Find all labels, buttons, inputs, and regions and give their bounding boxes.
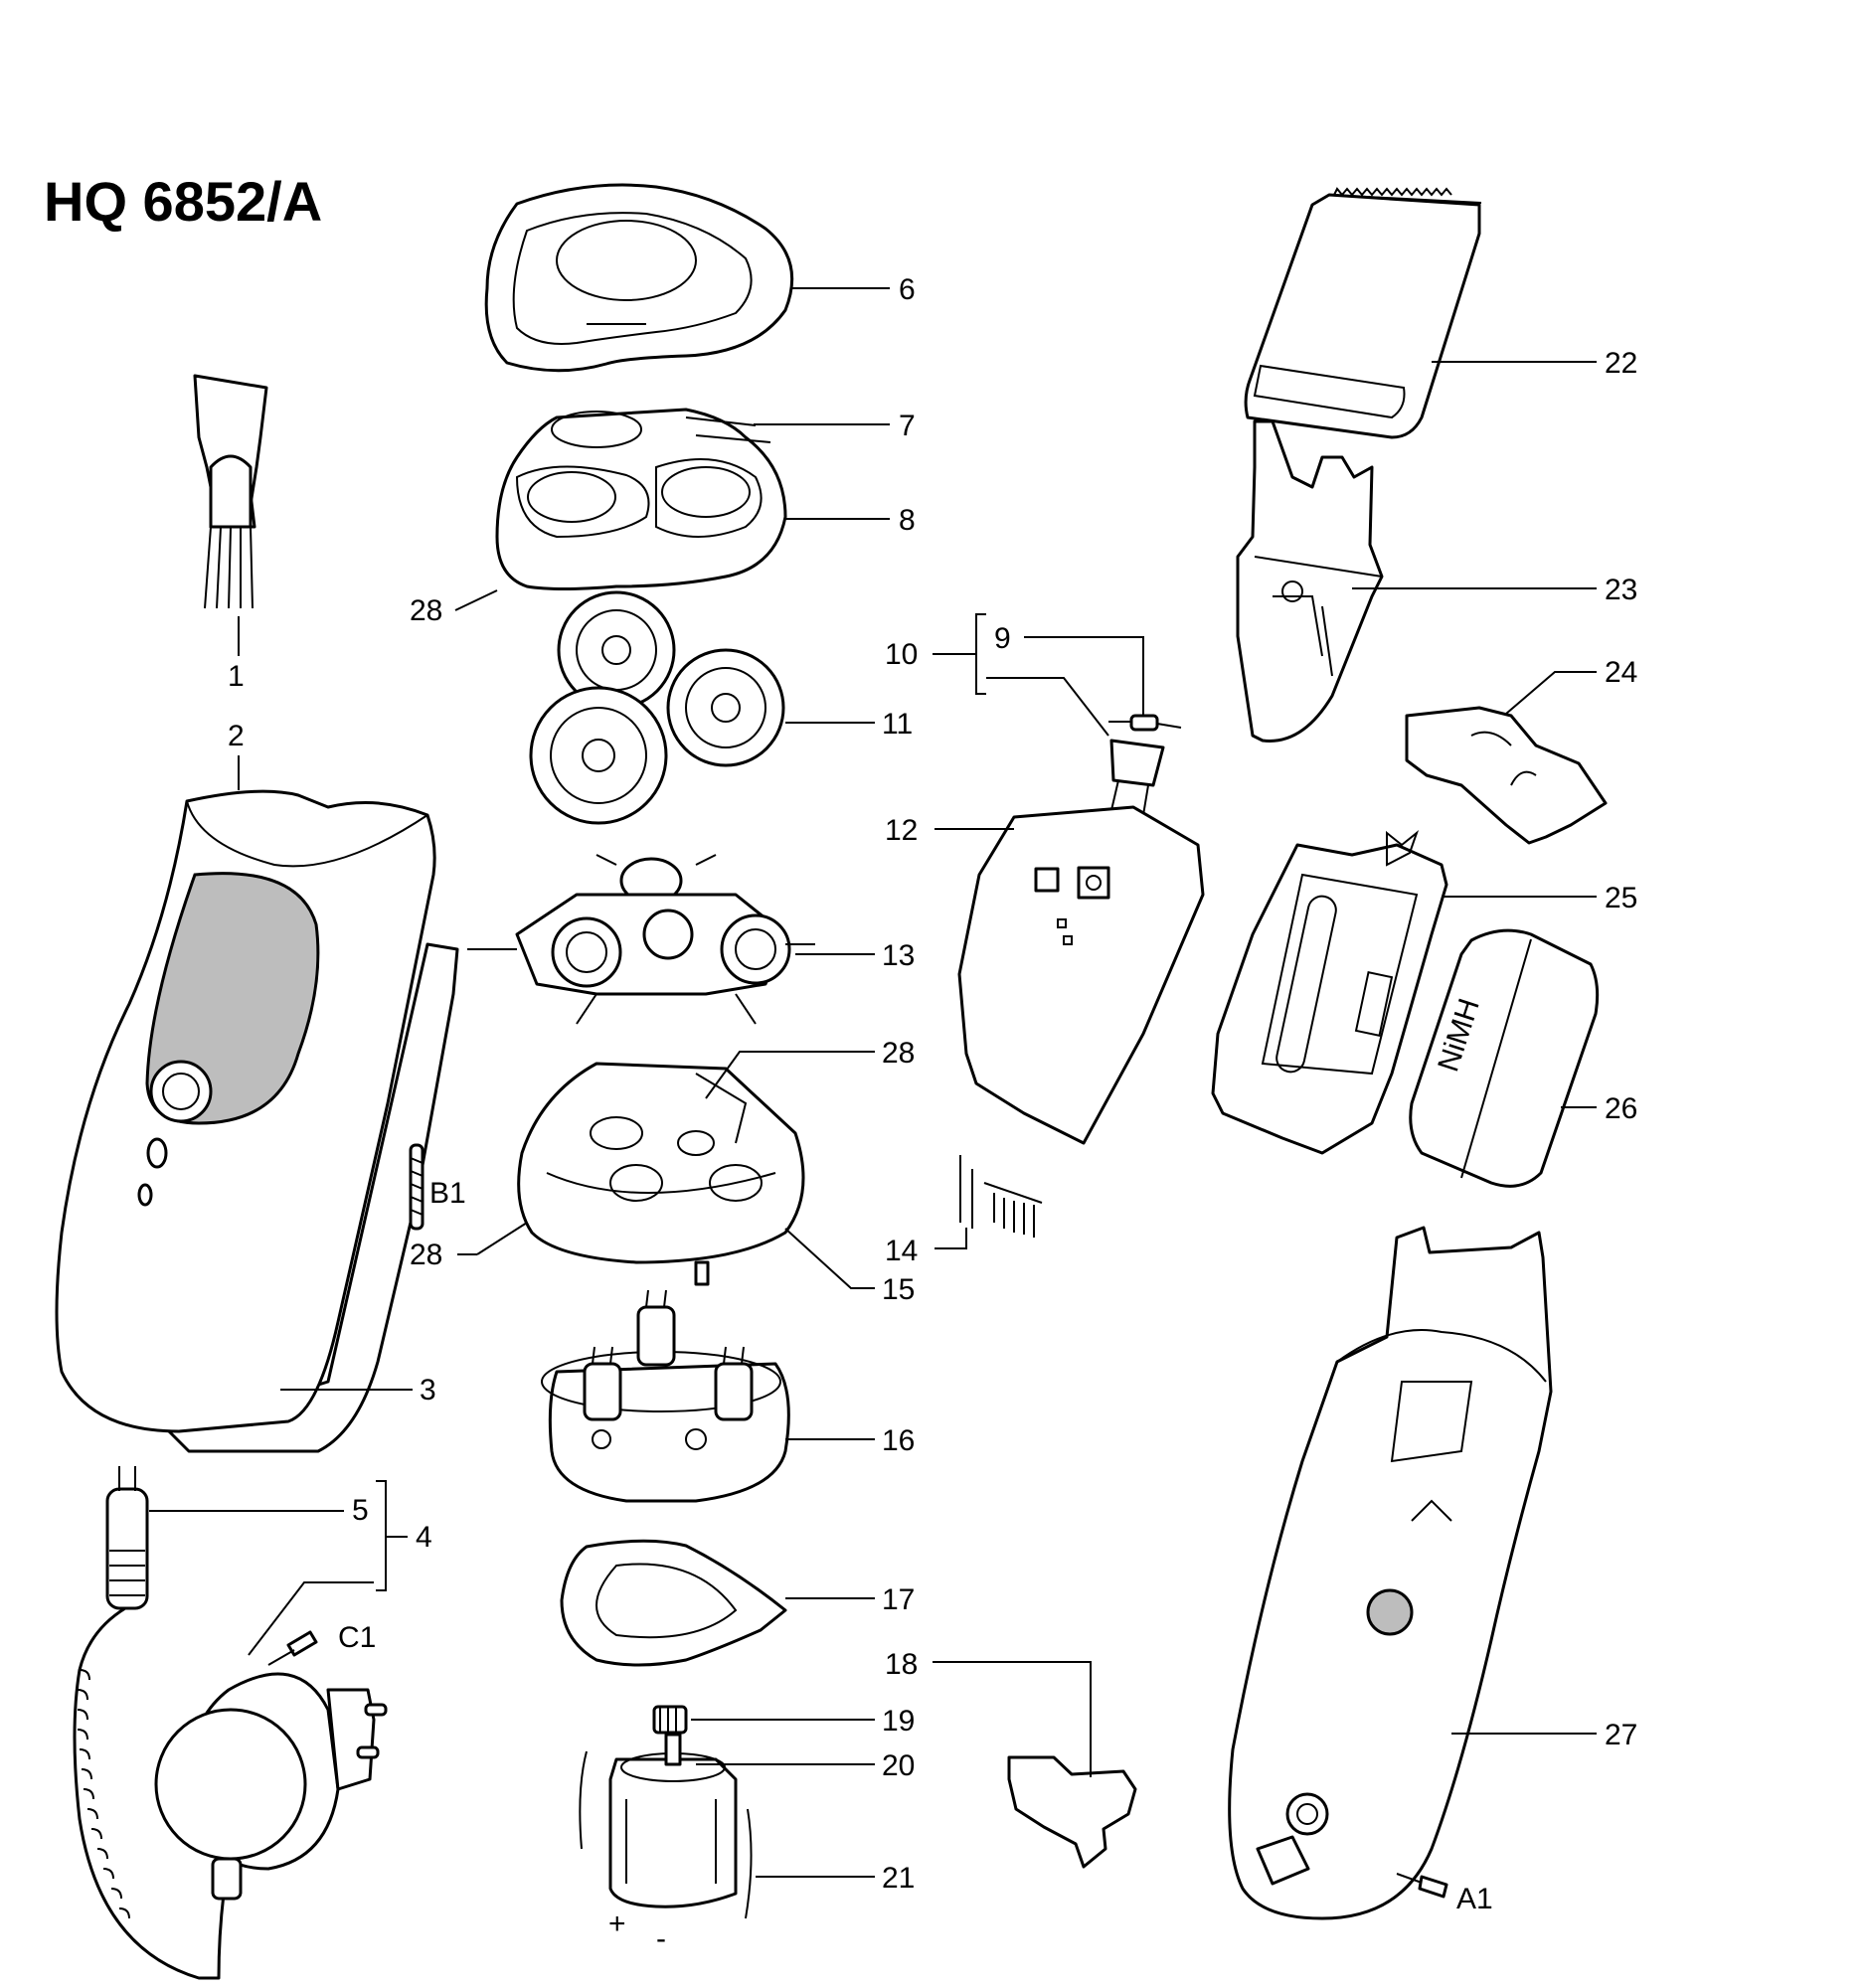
label-7: 7 [899,410,916,442]
contact-spring [959,1155,1043,1238]
label-22: 22 [1605,347,1637,380]
label-a1: A1 [1456,1883,1493,1915]
label-12: 12 [885,814,918,847]
label-25: 25 [1605,882,1637,914]
label-c1: C1 [338,1621,376,1654]
label-28c: 28 [882,1037,915,1070]
charger-adapter [73,1466,388,1980]
label-b1: B1 [429,1177,466,1210]
trimmer-holder [1236,419,1384,743]
screw-c1 [267,1630,318,1666]
label-27: 27 [1605,1719,1637,1751]
screw-b1 [409,1143,425,1231]
screw-a1 [1396,1873,1448,1899]
label-16: 16 [882,1424,915,1457]
motor-clip-right [745,1808,753,1919]
bracket-4 [376,1480,387,1591]
label-8: 8 [899,504,916,537]
bottom-frame [517,1062,805,1286]
label-26: 26 [1605,1092,1637,1125]
protective-sheet [560,1539,787,1667]
motor [608,1733,738,1908]
retaining-frame [467,854,815,1025]
motor-minus-sign: - [656,1922,666,1955]
motor-plus-sign: + [608,1907,626,1940]
motor-clip-left [579,1750,588,1850]
cutting-units [529,590,785,825]
leader-28b-diag [476,1222,528,1255]
shaver-housing [55,789,459,1453]
label-5: 5 [352,1494,369,1527]
leader-9 [1024,636,1144,716]
shaving-head-frame [495,408,787,590]
bracket-24 [1405,706,1608,845]
label-6: 6 [899,273,916,306]
label-28b: 28 [410,1239,442,1271]
leader-10b [986,677,1109,737]
trimmer [1244,187,1482,439]
label-19: 19 [882,1705,915,1738]
model-title: HQ 6852/A [44,170,322,233]
clip-18 [1007,1755,1137,1869]
label-2: 2 [228,720,245,752]
leader-24 [1505,671,1597,715]
leader-28c [705,1051,875,1099]
battery-frame [1211,830,1448,1155]
leader-18 [933,1661,1092,1777]
label-11: 11 [882,708,913,741]
housing-back [1228,1226,1553,1920]
gear [652,1705,688,1735]
label-15: 15 [882,1273,915,1306]
protection-cap [484,183,794,373]
leader-28a [454,589,498,611]
pcb [957,805,1205,1145]
leader-14 [935,1228,967,1249]
drive-unit [541,1289,790,1503]
label-1: 1 [228,660,245,693]
label-17: 17 [882,1583,915,1616]
leader-15 [784,1228,875,1289]
label-4: 4 [416,1521,432,1554]
leader-4b [248,1581,374,1656]
label-23: 23 [1605,574,1637,606]
label-14: 14 [885,1235,918,1267]
label-20: 20 [882,1749,915,1782]
label-18: 18 [885,1648,918,1681]
battery-pack: NiMH [1409,928,1600,1188]
bracket-10 [975,613,986,695]
cleaning-brush [193,374,268,609]
label-28a: 28 [410,594,442,627]
label-21: 21 [882,1862,915,1895]
label-9: 9 [994,622,1011,655]
label-10: 10 [885,638,918,671]
resistor [1108,714,1182,816]
label-13: 13 [882,939,915,972]
label-3: 3 [420,1374,436,1407]
label-24: 24 [1605,656,1637,689]
